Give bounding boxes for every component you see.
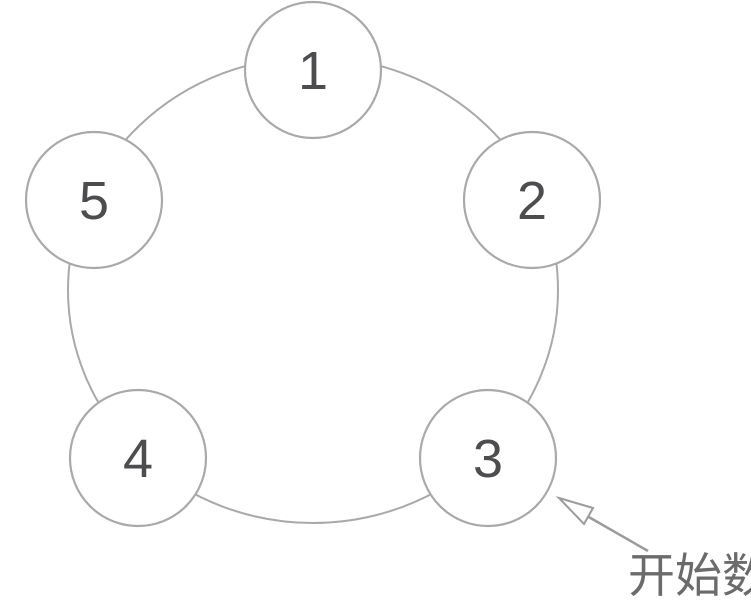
arrow-shaft bbox=[586, 514, 649, 553]
start-counting-label: 开始数 bbox=[628, 549, 751, 602]
node-label-circle bbox=[24, 130, 164, 270]
node-3: 3 bbox=[418, 388, 558, 528]
node-circle bbox=[243, 0, 383, 140]
node-circle bbox=[68, 388, 208, 528]
node-5: 5 bbox=[24, 130, 164, 270]
node-label: 1 bbox=[298, 41, 328, 101]
node-2: 2 bbox=[462, 130, 602, 270]
node-label: 5 bbox=[79, 171, 109, 231]
node-circle bbox=[418, 388, 558, 528]
node-label: 4 bbox=[123, 429, 153, 489]
node-1: 1 bbox=[243, 0, 383, 140]
start-arrow-icon bbox=[555, 495, 649, 553]
node-4: 4 bbox=[68, 388, 208, 528]
node-label: 3 bbox=[473, 429, 503, 489]
arrow-head bbox=[555, 495, 595, 526]
node-label: 2 bbox=[517, 171, 547, 231]
node-circle bbox=[462, 130, 602, 270]
